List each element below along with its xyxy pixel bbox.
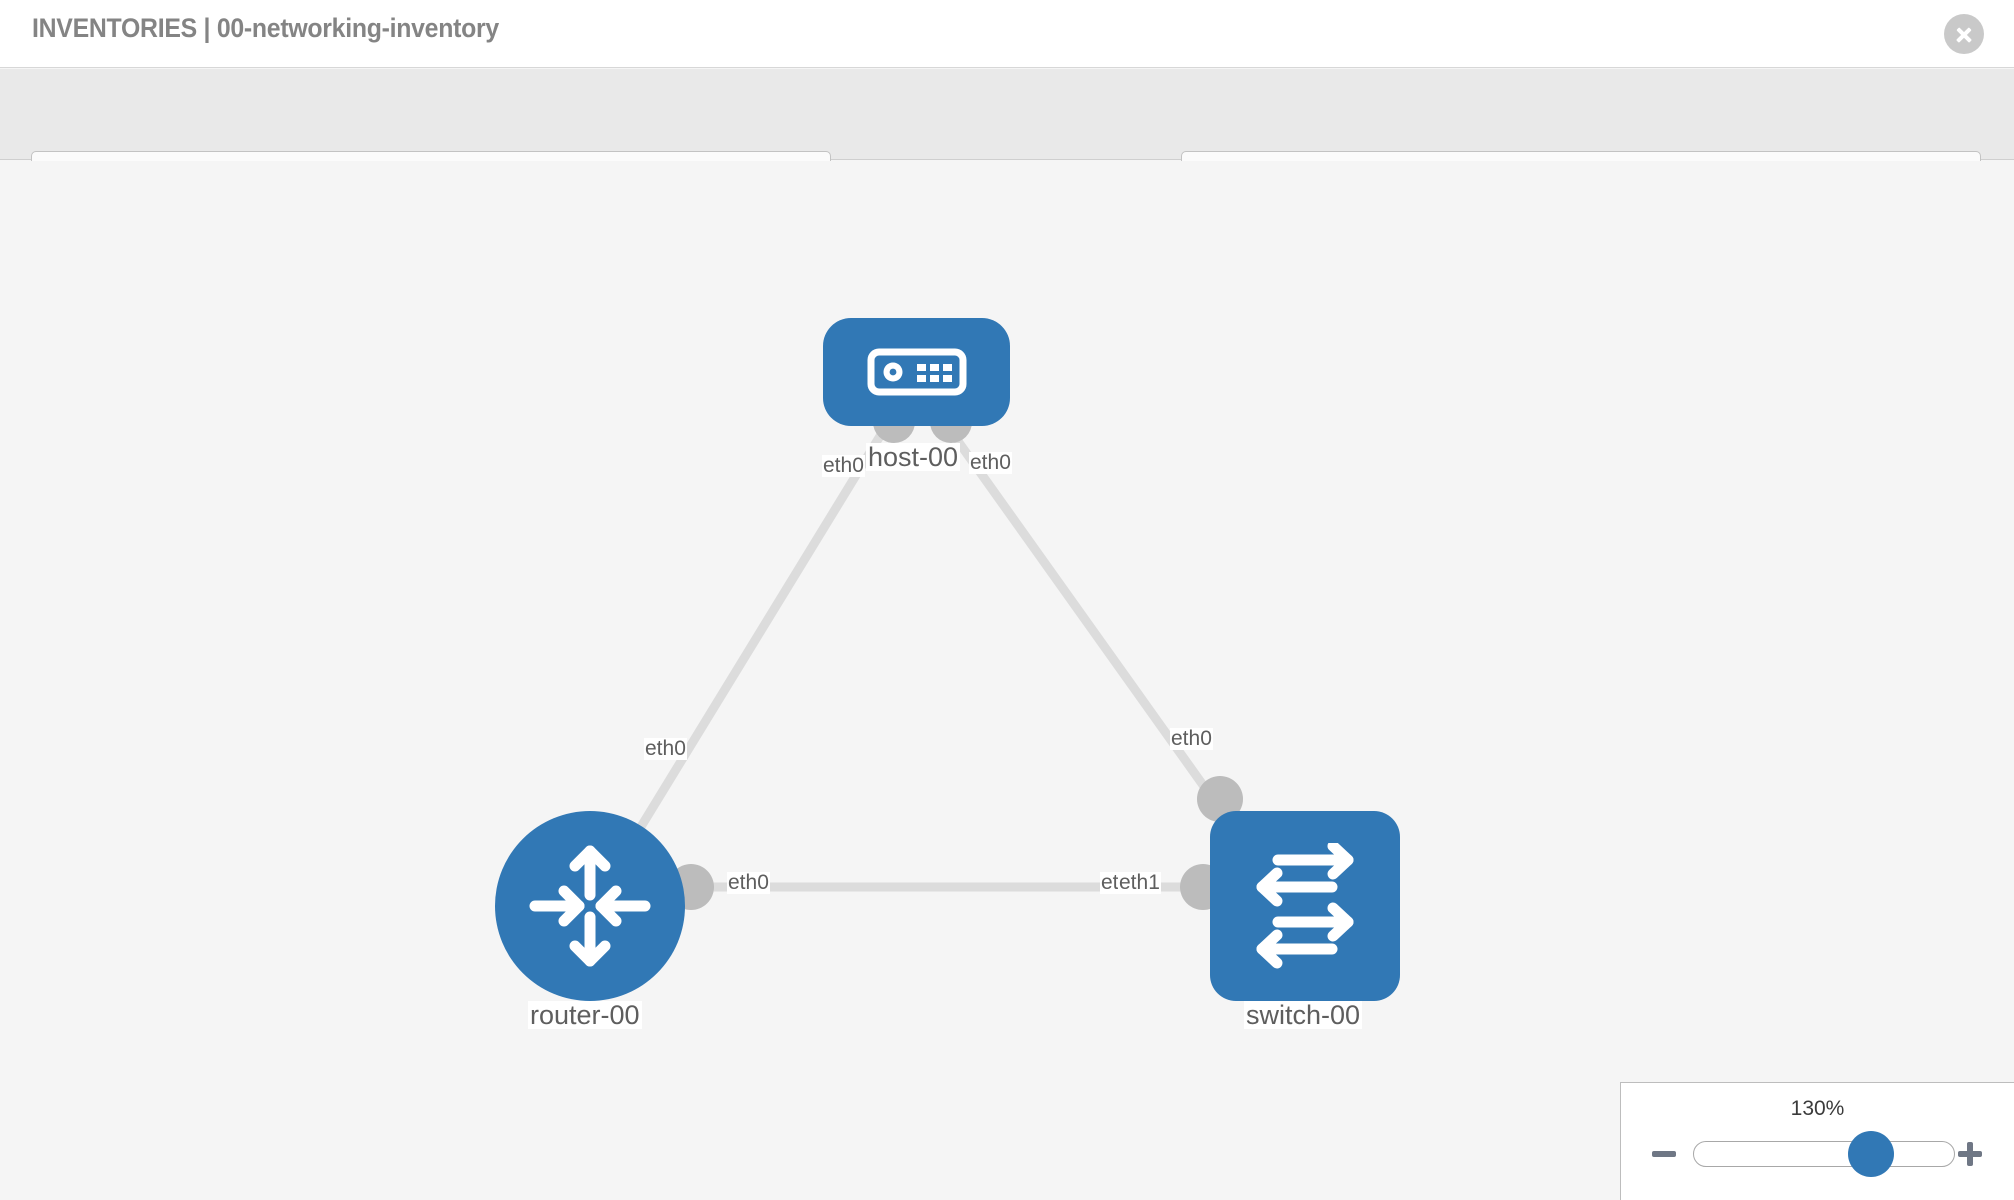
iface-label-router-right: eth0 [727,871,770,895]
zoom-level-value: 130% [1790,1097,1845,1120]
server-icon [867,348,966,396]
link-host-switch [941,420,1244,840]
iface-label-host-left: eth0 [822,454,865,478]
router-icon [529,845,651,967]
node-label-router-00: router-00 [528,1000,642,1030]
node-label-host-00: host-00 [866,442,961,472]
zoom-slider-track[interactable] [1693,1141,1955,1167]
iface-label-switch-left: eth1 [1118,871,1161,895]
link-host-router [616,420,892,864]
zoom-in-button[interactable] [1955,1139,1985,1169]
topology-graph: host-00 router-00 switch-00 eth0 eth0 et… [0,161,2014,1200]
topology-node-switch-00[interactable] [1210,811,1400,1001]
node-label-switch-00: switch-00 [1244,1000,1363,1030]
iface-label-host-right: eth0 [969,451,1012,475]
iface-label-router-upper: eth0 [644,737,687,761]
topology-node-host-00[interactable] [823,318,1010,426]
topology-links [616,420,1244,892]
toolbar: ACTIONS SEARCH [0,69,2014,205]
topology-canvas[interactable]: host-00 router-00 switch-00 eth0 eth0 et… [0,161,2014,1200]
page-title: INVENTORIES | 00-networking-inventory [32,13,499,43]
iface-label-switch-upper: eth0 [1170,727,1213,751]
page-header: INVENTORIES | 00-networking-inventory [0,0,2014,68]
zoom-slider-thumb[interactable] [1848,1131,1894,1177]
zoom-control-panel: 130% [1620,1082,2014,1200]
topology-node-router-00[interactable] [495,811,685,1001]
close-icon[interactable] [1944,14,1984,54]
switch-icon [1256,843,1354,969]
zoom-out-button[interactable] [1649,1139,1679,1169]
